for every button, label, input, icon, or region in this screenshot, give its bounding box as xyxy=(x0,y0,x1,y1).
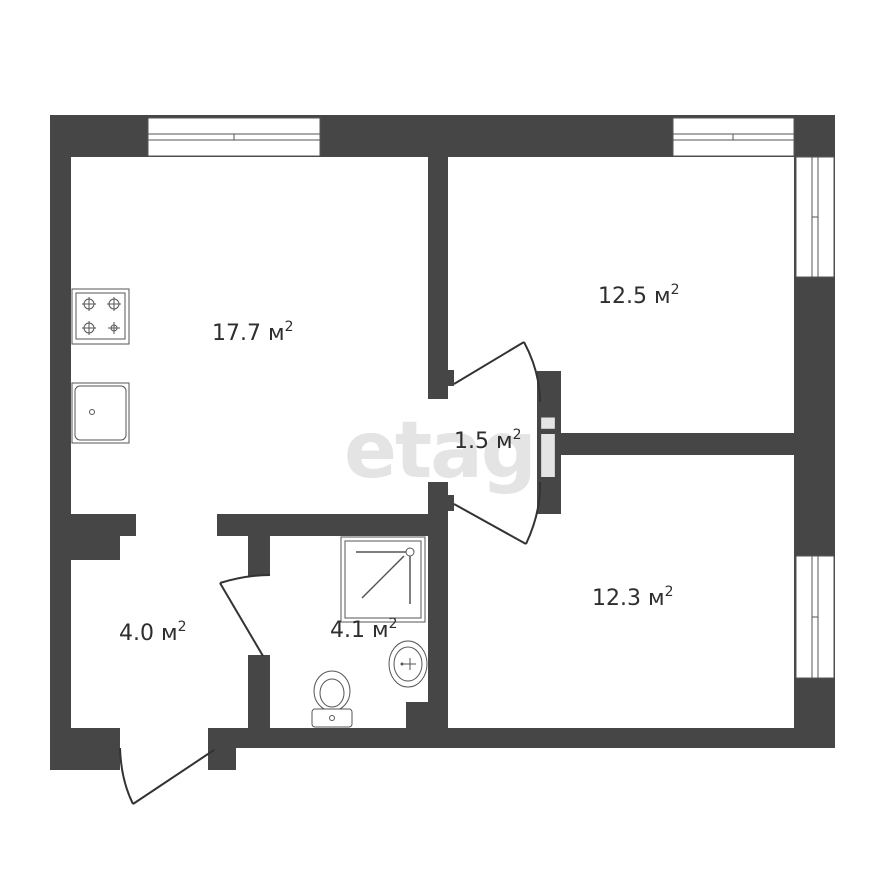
windows xyxy=(147,117,835,679)
window-bedroom2-side xyxy=(795,555,835,679)
window-bedroom1-top xyxy=(672,117,795,157)
window-bedroom1-side xyxy=(795,156,835,278)
stove-icon xyxy=(71,288,130,345)
room-area-hall: 1.5 м2 xyxy=(454,427,522,454)
room-area-bedroom2: 12.3 м2 xyxy=(592,584,674,611)
room-area-bedroom1: 12.5 м2 xyxy=(598,282,680,309)
doors xyxy=(119,341,542,805)
watermark: etagi xyxy=(344,406,559,496)
room-area-kitchen: 17.7 м2 xyxy=(212,319,294,346)
room-area-entry: 4.0 м2 xyxy=(119,619,187,646)
toilet-icon xyxy=(311,670,353,728)
room-area-bathroom: 4.1 м2 xyxy=(330,616,398,643)
washbasin-icon xyxy=(388,640,428,688)
shower-icon xyxy=(340,536,426,623)
door-bedroom2 xyxy=(453,481,542,545)
door-bedroom1 xyxy=(453,341,541,403)
sink-icon xyxy=(71,382,130,444)
door-bathroom xyxy=(219,574,271,657)
door-entrance xyxy=(119,747,215,805)
interior-walls xyxy=(70,155,795,740)
window-kitchen xyxy=(147,117,321,157)
